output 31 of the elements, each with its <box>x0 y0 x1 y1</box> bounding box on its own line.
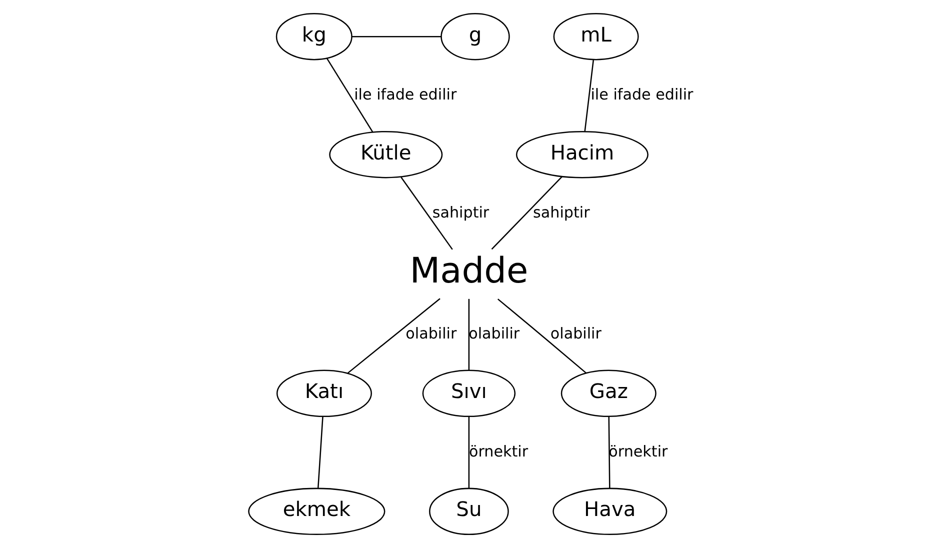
node-ellipse: Su <box>429 488 509 536</box>
edge-label: olabilir <box>550 324 602 342</box>
edge-label: sahiptir <box>533 203 590 222</box>
connector <box>608 416 610 488</box>
connector <box>468 298 470 370</box>
node-ellipse: Hava <box>552 488 668 536</box>
edge-label: olabilir <box>406 324 457 342</box>
connector <box>491 176 562 250</box>
node-ellipse: Gaz <box>560 370 656 418</box>
edge-label: örnektir <box>468 442 528 460</box>
node-ellipse: g <box>440 12 510 60</box>
edge-label: ile ifade edilir <box>354 85 457 104</box>
node-ellipse: mL <box>553 12 639 60</box>
connector <box>347 298 440 374</box>
edge-label: ile ifade edilir <box>590 85 694 104</box>
connector <box>584 60 594 132</box>
node-ellipse: Kütle <box>329 130 443 178</box>
node-ellipse: Hacim <box>516 130 648 178</box>
connector <box>468 416 470 488</box>
connector <box>497 298 587 374</box>
node-ellipse: Katı <box>276 370 372 418</box>
connector <box>352 36 442 38</box>
node-ellipse: Sıvı <box>422 370 516 418</box>
edge-label: olabilir <box>468 324 520 342</box>
connector <box>317 416 324 488</box>
edge-label: sahiptir <box>432 203 490 222</box>
connector <box>400 176 453 250</box>
connector <box>326 58 374 132</box>
node-ellipse: kg <box>276 12 352 60</box>
node-ellipse: ekmek <box>248 488 386 536</box>
node-text: Madde <box>410 250 528 292</box>
